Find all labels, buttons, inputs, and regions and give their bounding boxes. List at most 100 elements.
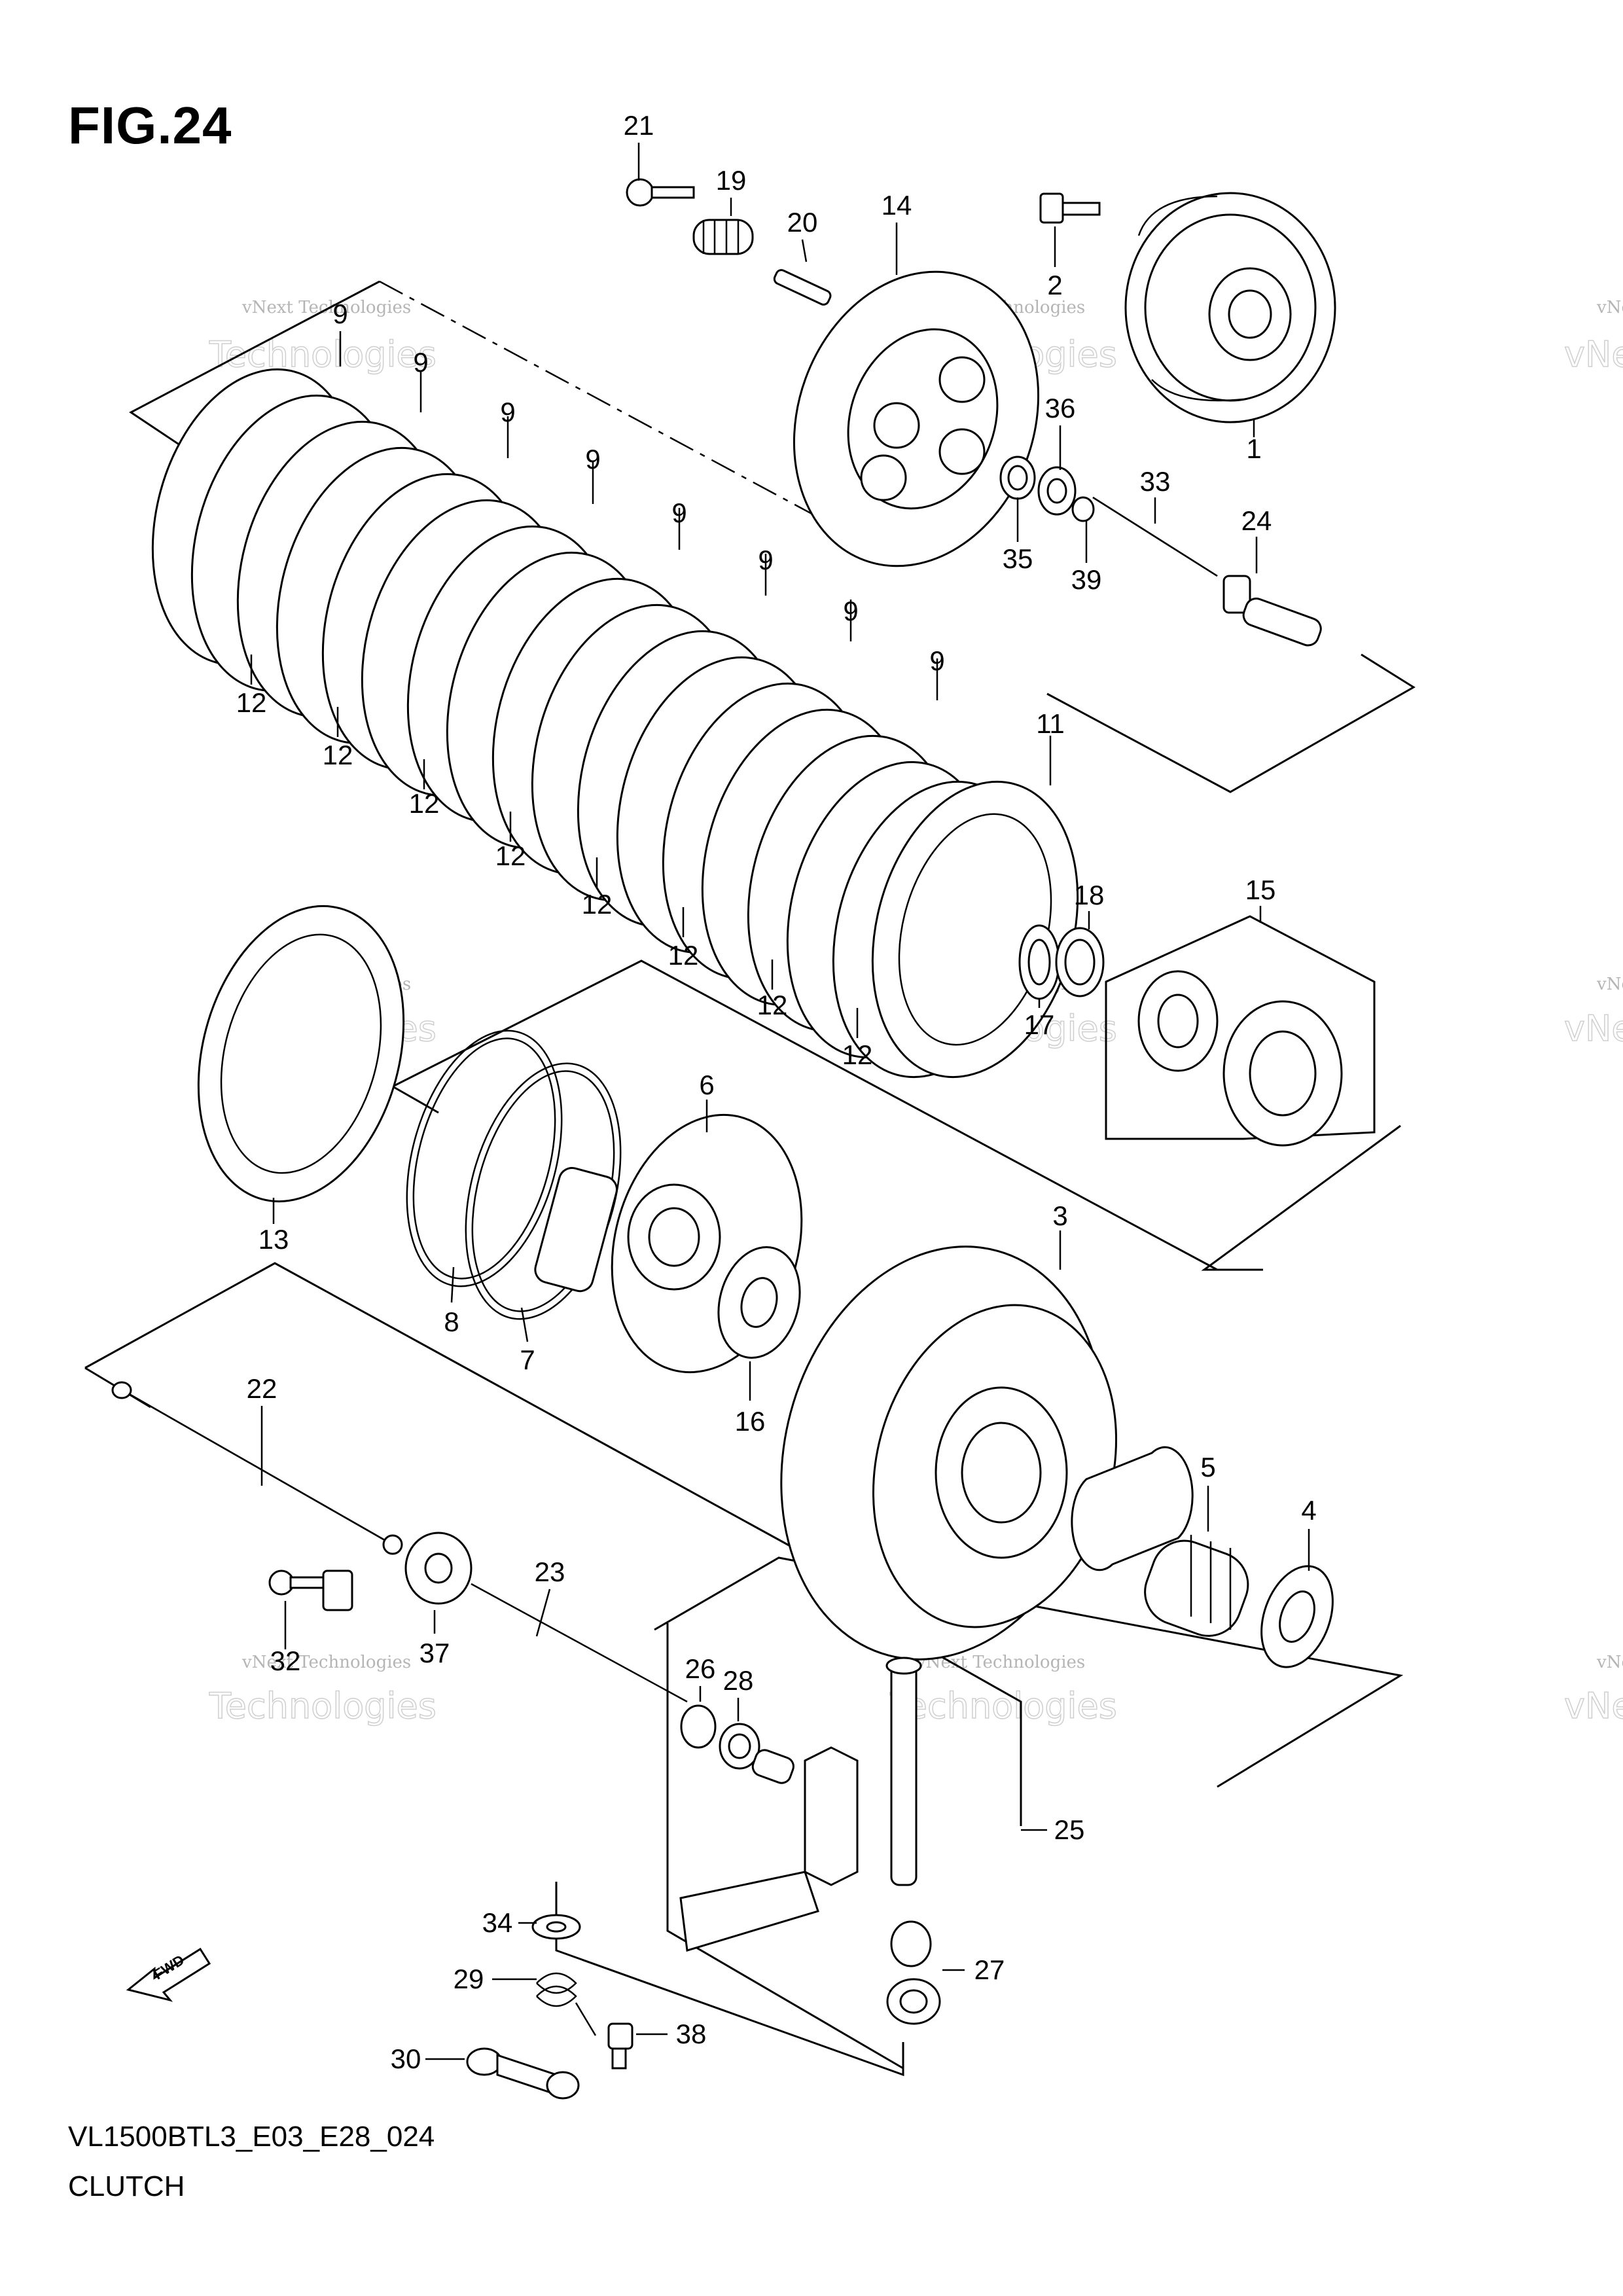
washer-17 [1018,924,1060,1000]
pushrod-22 [111,1381,403,1555]
pressure-plate-14 [793,270,1040,567]
callout-9: 9 [758,545,773,575]
callout-12: 12 [668,940,699,971]
callout-22: 22 [247,1373,277,1404]
watermark-text: vNext [1596,1653,1623,1672]
callout-12: 12 [495,840,526,871]
model-code: VL1500BTL3_E03_E28_024 [68,2121,435,2153]
callout-9: 9 [332,298,348,329]
section-title: CLUTCH [68,2170,185,2202]
callout-34: 34 [482,1907,513,1938]
bolt-21 [626,178,695,207]
callout-9: 9 [671,497,687,528]
callout-27: 27 [974,1954,1005,1985]
callout-5: 5 [1200,1452,1215,1482]
callout-30: 30 [391,2043,421,2074]
frame-mid-left [392,1085,439,1114]
nut-39 [1071,496,1095,522]
spring-29 [536,1972,597,2036]
plate-13 [197,905,405,1203]
frame-mid-right [1201,1124,1401,1271]
callout-8: 8 [444,1306,459,1337]
callout-24: 24 [1241,505,1272,536]
bolt-2 [1039,192,1101,224]
frame-lower-right [654,1556,1404,1788]
watermark-text: vNext [1564,1008,1623,1049]
frame-upper-right [1046,653,1416,793]
watermark-text: vNext Technologies [241,1653,411,1672]
frame-mid-top [392,960,1218,1271]
callout-12: 12 [582,889,613,920]
watermark-text: Technologies [209,1685,437,1727]
callout-14: 14 [882,190,912,221]
damper-kit-15 [1105,915,1376,1147]
spacer-collar [1071,1446,1194,1571]
washer-16 [717,1246,801,1359]
callout-26: 26 [685,1653,716,1684]
lever-30 [466,2047,580,2100]
needle-bearing-5 [1144,1535,1249,1637]
clutch-hub-6 [534,1113,803,1374]
release-assembly-25 [679,1657,941,2025]
frame-lower-top [84,1262,812,1559]
callout-12: 12 [236,687,267,718]
callout-12: 12 [409,788,440,819]
callout-1: 1 [1246,433,1261,464]
callout-9: 9 [585,444,600,475]
callout-23: 23 [535,1556,565,1587]
callout-6: 6 [699,1069,714,1100]
washer-35 [999,456,1036,500]
watermark-text: vNext Technologies [241,298,411,317]
pushrod-33 [1092,496,1218,577]
callout-19: 19 [716,165,747,196]
callout-11: 11 [1036,708,1065,739]
callout-29: 29 [454,1964,484,1994]
frame-upper-left [129,280,380,453]
washer-18 [1055,927,1105,997]
callout-15: 15 [1245,874,1276,905]
callout-20: 20 [787,207,818,238]
callout-33: 33 [1140,466,1171,497]
figure-title: FIG.24 [68,96,232,154]
pin-20 [773,269,832,306]
clutch-plate-stack [151,368,1079,1079]
callout-13: 13 [259,1224,289,1255]
callout-2: 2 [1047,270,1062,300]
watermark-text: vNext [1596,975,1623,994]
callout-9: 9 [413,347,428,378]
fwd-arrow-icon: FWD [126,1947,211,2002]
watermark-text: vNext [1564,334,1623,375]
rod-23 [471,1583,688,1703]
clutch-housing-3 [780,1246,1118,1660]
callout-17: 17 [1024,1009,1055,1040]
washer-34 [531,1914,581,1940]
callout-35: 35 [1003,543,1033,574]
watermark-text: vNext [1596,298,1623,317]
callout-36: 36 [1045,393,1076,423]
callout-12: 12 [842,1039,873,1070]
callout-38: 38 [676,2018,707,2049]
callout-12: 12 [757,990,788,1020]
callout-labels: 21 19 20 14 2 1 36 35 3 9 33 24 9 9 9 9 9… [236,110,1317,2074]
bolt-32 [268,1570,353,1611]
callout-21: 21 [624,110,654,141]
callout-3: 3 [1052,1200,1067,1231]
bearing-36 [1037,466,1077,516]
washer-4 [1260,1565,1334,1668]
frame-bottom-left [666,1623,904,2070]
callout-28: 28 [723,1665,754,1696]
callout-32: 32 [270,1645,301,1676]
callout-37: 37 [419,1638,450,1668]
callout-9: 9 [929,645,944,676]
spring-19 [692,219,754,255]
callout-18: 18 [1074,880,1105,910]
bolt-38 [607,2022,633,2070]
watermark-text: Technologies [209,334,437,375]
leader-lines [250,143,1310,2060]
bearing-37 [404,1532,473,1605]
callout-9: 9 [500,397,515,427]
callout-25: 25 [1054,1814,1085,1845]
callout-7: 7 [520,1344,535,1375]
watermark-text: vNext [1564,1685,1623,1727]
